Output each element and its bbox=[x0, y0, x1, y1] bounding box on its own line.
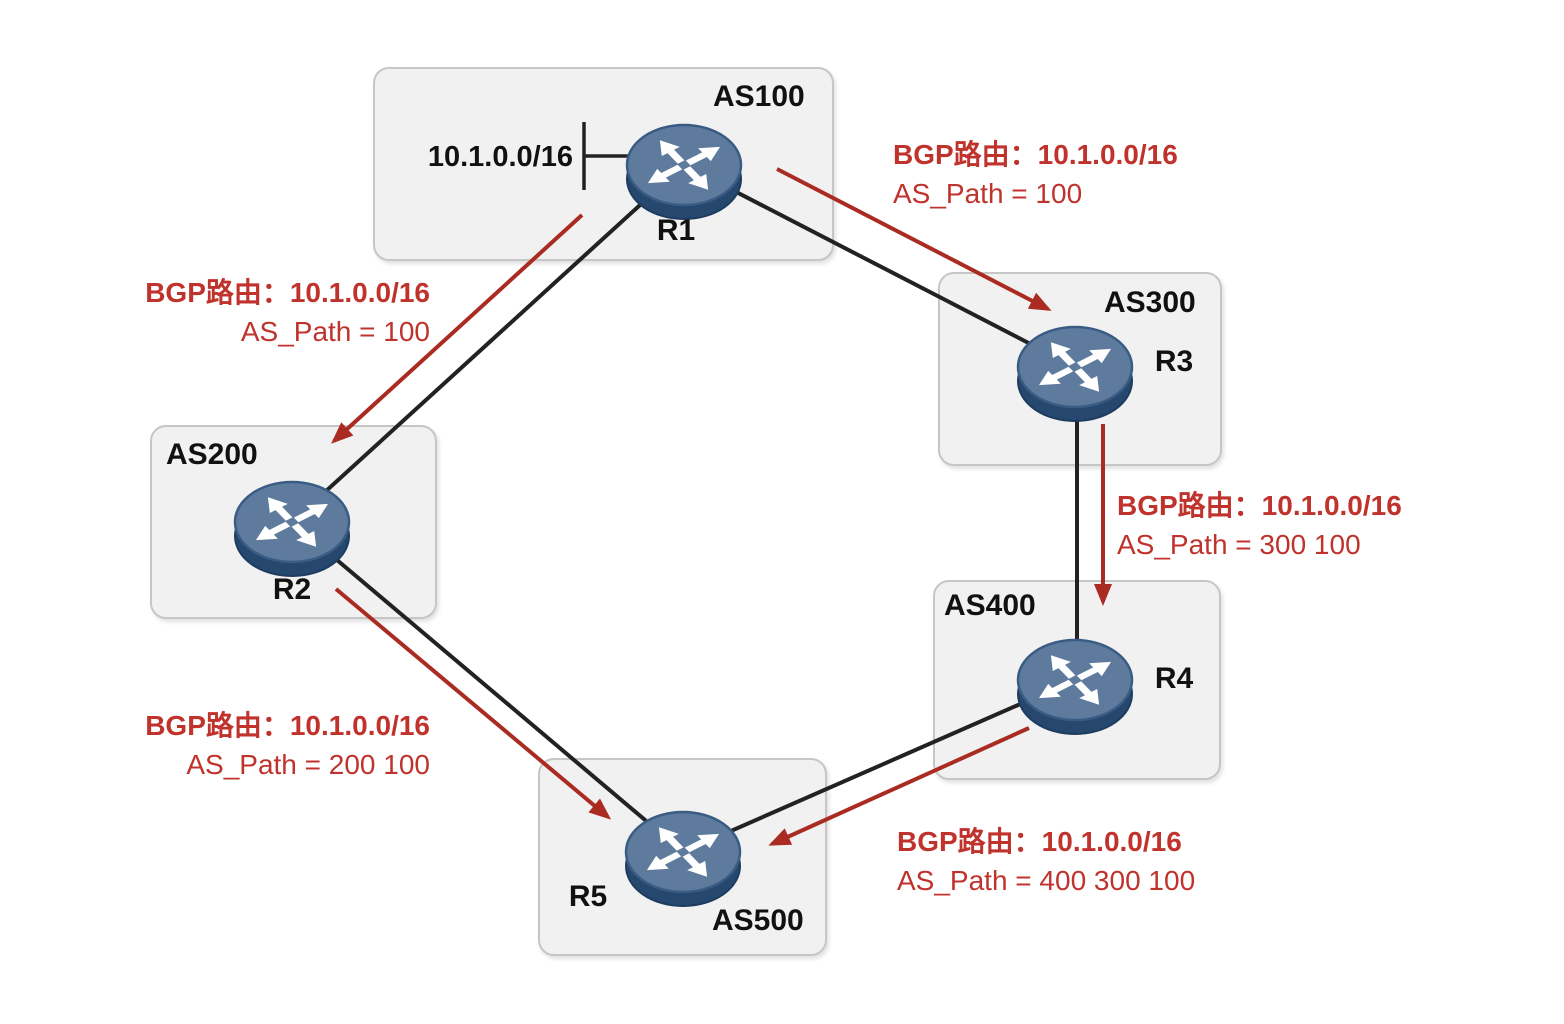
network-prefix-label: 10.1.0.0/16 bbox=[427, 141, 573, 173]
as500-label: AS500 bbox=[712, 904, 804, 937]
advertisement-r1-to-r2-route: BGP路由：10.1.0.0/16 bbox=[145, 277, 430, 308]
advertisement-r4-to-r5-aspath: AS_Path = 400 300 100 bbox=[897, 865, 1196, 896]
as300-label: AS300 bbox=[1104, 286, 1196, 319]
router-r3-label: R3 bbox=[1154, 345, 1194, 378]
advertisement-r2-to-r5-route: BGP路由：10.1.0.0/16 bbox=[145, 710, 430, 741]
advertisement-r3-to-r4: BGP路由：10.1.0.0/16 AS_Path = 300 100 bbox=[1117, 486, 1402, 564]
advertisement-r3-to-r4-aspath: AS_Path = 300 100 bbox=[1117, 529, 1361, 560]
router-r2-label: R2 bbox=[272, 573, 312, 606]
advertisement-r2-to-r5: BGP路由：10.1.0.0/16 AS_Path = 200 100 bbox=[90, 706, 430, 784]
advertisement-r1-to-r2-aspath: AS_Path = 100 bbox=[240, 316, 430, 347]
router-r5-label: R5 bbox=[568, 880, 608, 913]
router-r1-label: R1 bbox=[656, 214, 696, 247]
as100-label: AS100 bbox=[713, 80, 805, 113]
advertisement-r1-to-r2: BGP路由：10.1.0.0/16 AS_Path = 100 bbox=[90, 273, 430, 351]
advertisement-r4-to-r5: BGP路由：10.1.0.0/16 AS_Path = 400 300 100 bbox=[897, 822, 1195, 900]
advertisement-r1-to-r3-route: BGP路由：10.1.0.0/16 bbox=[893, 139, 1178, 170]
router-r4-label: R4 bbox=[1154, 662, 1194, 695]
advertisement-r3-to-r4-route: BGP路由：10.1.0.0/16 bbox=[1117, 490, 1402, 521]
as400-label: AS400 bbox=[944, 589, 1036, 622]
advertisement-r1-to-r3-aspath: AS_Path = 100 bbox=[893, 178, 1083, 209]
advertisement-r1-to-r3: BGP路由：10.1.0.0/16 AS_Path = 100 bbox=[893, 135, 1178, 213]
advertisement-r2-to-r5-aspath: AS_Path = 200 100 bbox=[186, 749, 430, 780]
advertisement-r4-to-r5-route: BGP路由：10.1.0.0/16 bbox=[897, 826, 1182, 857]
as200-label: AS200 bbox=[166, 438, 258, 471]
